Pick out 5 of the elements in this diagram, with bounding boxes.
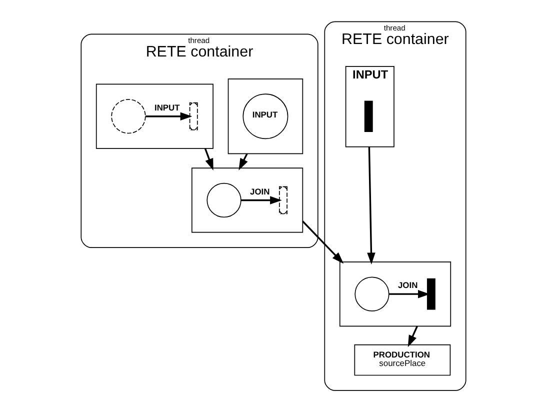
edge-label: INPUT xyxy=(154,102,180,112)
edge-label: JOIN xyxy=(398,280,418,290)
node-label: thread xyxy=(188,36,210,45)
node-label: thread xyxy=(384,23,406,32)
edge-label: JOIN xyxy=(250,186,270,196)
